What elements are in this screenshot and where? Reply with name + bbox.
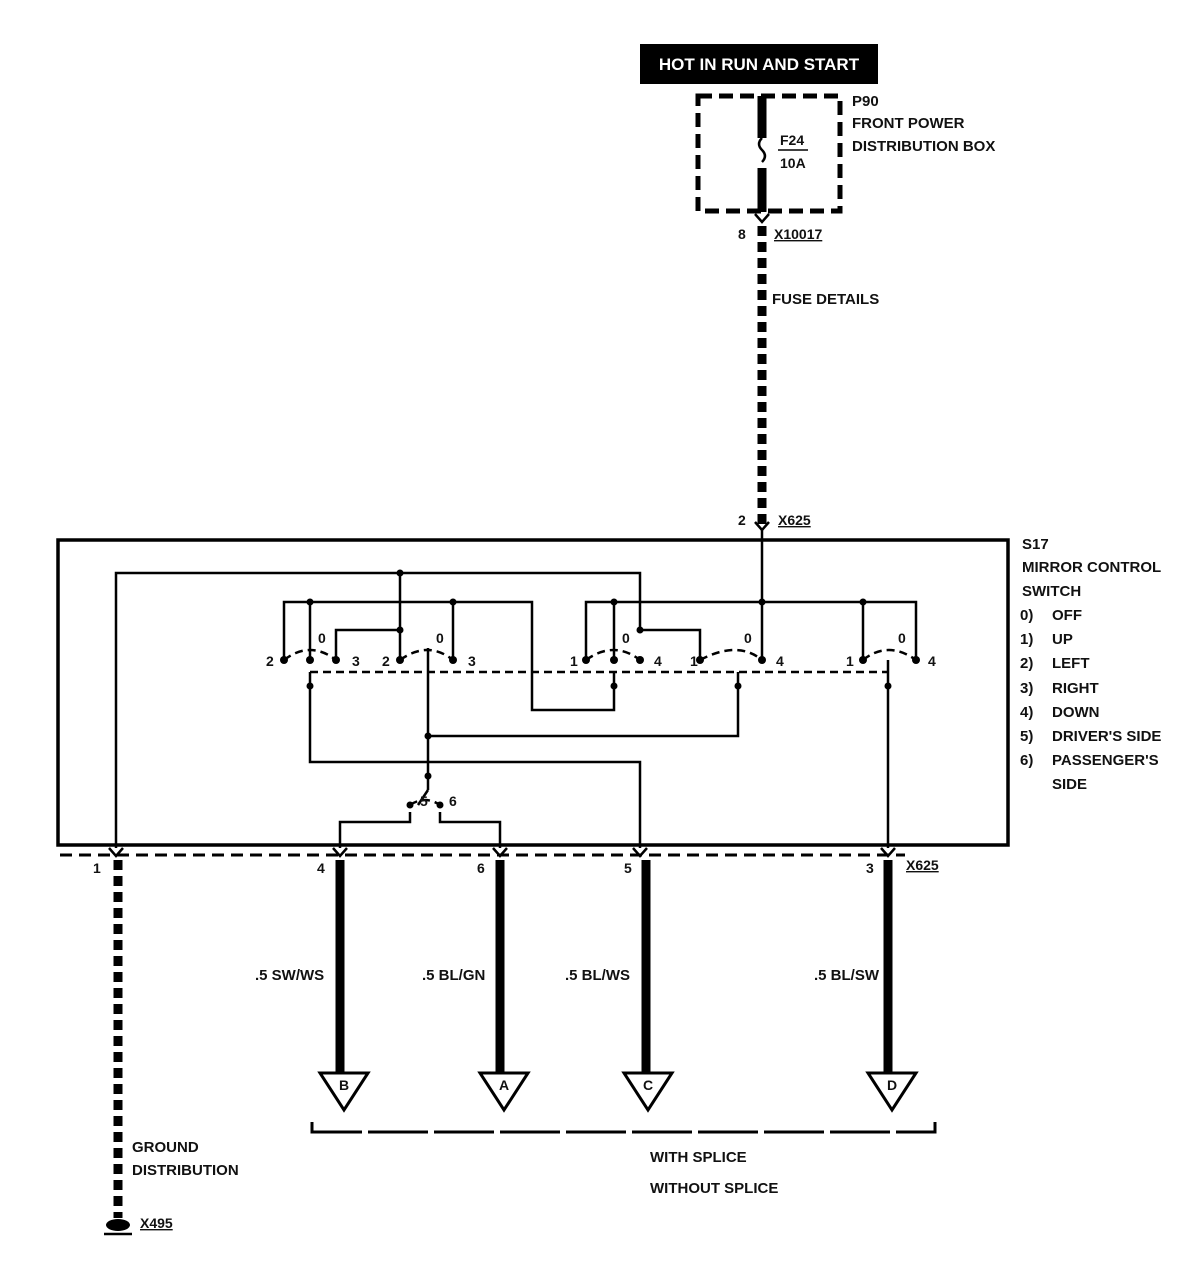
contact-g5-zero: 0 xyxy=(898,630,906,646)
output-pin-4: 4 xyxy=(317,860,325,876)
legend-text-5: DRIVER'S SIDE xyxy=(1052,728,1161,745)
connector-x10017-label: X10017 xyxy=(774,226,822,242)
switch-internal-wiring xyxy=(114,530,918,848)
switch-id: S17 xyxy=(1022,536,1049,553)
contact-g1-zero: 0 xyxy=(318,630,326,646)
ground-label-1: GROUND xyxy=(132,1139,199,1156)
output-terminals xyxy=(317,1071,919,1113)
splice-label-without: WITHOUT SPLICE xyxy=(650,1180,778,1197)
contact-g2-zero: 0 xyxy=(436,630,444,646)
terminal-a xyxy=(477,1071,531,1113)
switch-contact-dots xyxy=(280,569,920,809)
switch-position-legend: 0) OFF 1) UP 2) LEFT 3) RIGHT 4) DOWN 5)… xyxy=(1020,607,1161,793)
legend-num-3: 3) xyxy=(1020,680,1033,697)
mirror-switch-enclosure xyxy=(56,538,1010,847)
legend-num-6: 6) xyxy=(1020,752,1033,769)
legend-text-3: RIGHT xyxy=(1052,680,1099,697)
contact-sel-5: 5 xyxy=(420,793,428,809)
contact-g1-right: 3 xyxy=(352,653,360,669)
output-connector-label: X625 xyxy=(906,857,939,873)
wire-label-bl-ws: .5 BL/WS xyxy=(565,967,630,984)
distribution-box-name-1: FRONT POWER xyxy=(852,115,965,132)
contact-g1-left: 2 xyxy=(266,653,274,669)
output-pin-6: 6 xyxy=(477,860,485,876)
fuse-details-label: FUSE DETAILS xyxy=(772,291,879,308)
contact-g4-right: 4 xyxy=(776,653,784,669)
contact-g4-left: 1 xyxy=(690,653,698,669)
wire-label-bl-gn: .5 BL/GN xyxy=(422,967,485,984)
connector-x625-output-pins xyxy=(108,847,896,858)
contact-g3-right: 4 xyxy=(654,653,662,669)
splice-bracket xyxy=(310,1122,937,1134)
legend-text-1: UP xyxy=(1052,631,1073,648)
terminal-b-label: B xyxy=(339,1077,349,1093)
legend-text-6: PASSENGER'S xyxy=(1052,752,1159,769)
fuse-id: F24 xyxy=(780,132,804,148)
contact-g4-zero: 0 xyxy=(744,630,752,646)
power-header-label: HOT IN RUN AND START xyxy=(659,55,860,74)
splice-label-with: WITH SPLICE xyxy=(650,1149,747,1166)
switch-wiper-linkage xyxy=(283,648,917,807)
terminal-c-label: C xyxy=(643,1077,653,1093)
distribution-box-name-2: DISTRIBUTION BOX xyxy=(852,138,995,155)
contact-g3-left: 1 xyxy=(570,653,578,669)
legend-text-6-cont: SIDE xyxy=(1052,776,1087,793)
legend-num-2: 2) xyxy=(1020,655,1033,672)
switch-name-1: MIRROR CONTROL xyxy=(1022,559,1161,576)
legend-num-0: 0) xyxy=(1020,607,1033,624)
contact-g3-zero: 0 xyxy=(622,630,630,646)
legend-num-5: 5) xyxy=(1020,728,1033,745)
terminal-a-label: A xyxy=(499,1077,509,1093)
contact-sel-6: 6 xyxy=(449,793,457,809)
contact-g5-right: 4 xyxy=(928,653,936,669)
output-pin-5: 5 xyxy=(624,860,632,876)
switch-input-connector: X625 xyxy=(778,512,811,528)
switch-input-pin: 2 xyxy=(738,512,746,528)
contact-g5-left: 1 xyxy=(846,653,854,669)
terminal-d xyxy=(865,1071,919,1113)
connector-x10017-pin: 8 xyxy=(738,226,746,242)
contact-g2-left: 2 xyxy=(382,653,390,669)
output-pin-3: 3 xyxy=(866,860,874,876)
switch-contact-labels: 2 0 3 2 0 3 1 0 4 1 0 4 1 0 4 5 6 xyxy=(266,630,936,809)
connector-x10017-symbol xyxy=(754,213,770,224)
contact-g2-right: 3 xyxy=(468,653,476,669)
ground-symbol-icon xyxy=(104,1219,132,1236)
distribution-box-outline xyxy=(695,93,843,214)
fuse-rating: 10A xyxy=(780,155,806,171)
legend-num-4: 4) xyxy=(1020,704,1033,721)
switch-name-2: SWITCH xyxy=(1022,583,1081,600)
terminal-b xyxy=(317,1071,371,1113)
wire-label-sw-ws: .5 SW/WS xyxy=(255,967,324,984)
legend-text-0: OFF xyxy=(1052,607,1082,624)
wire-label-bl-sw: .5 BL/SW xyxy=(814,967,880,984)
output-pin-1: 1 xyxy=(93,860,101,876)
legend-text-2: LEFT xyxy=(1052,655,1090,672)
terminal-c xyxy=(621,1071,675,1113)
legend-text-4: DOWN xyxy=(1052,704,1100,721)
power-header-box xyxy=(640,44,878,84)
distribution-box-id: P90 xyxy=(852,93,879,110)
fuse-f24-symbol xyxy=(757,137,767,163)
legend-num-1: 1) xyxy=(1020,631,1033,648)
ground-label-2: DISTRIBUTION xyxy=(132,1162,239,1179)
ground-connector-label: X495 xyxy=(140,1215,173,1231)
terminal-d-label: D xyxy=(887,1077,897,1093)
